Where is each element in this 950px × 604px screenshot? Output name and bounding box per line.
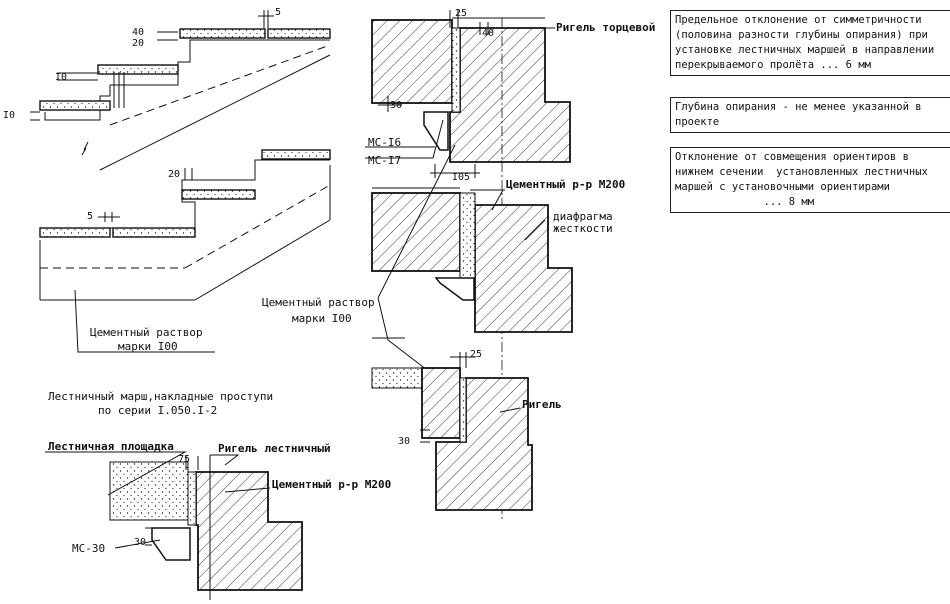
leader-cement-mortar: [377, 297, 441, 381]
end-rigel-section: [449, 27, 571, 163]
dim-25-bot: 25: [470, 349, 482, 360]
label-cement-m200-right: Цементный р-р М200: [506, 178, 625, 191]
dim-10-a: I0: [55, 72, 67, 83]
dim-40: 40: [132, 27, 144, 38]
label-cement-mortar-left-1: Цементный раствор: [90, 326, 203, 339]
end-rigel-detail: [365, 10, 571, 520]
label-rigel-stair: Ригель лестничный: [218, 442, 331, 455]
stair-slab-low: [421, 367, 461, 439]
note-alignment-deviation: Отклонение от совмещения ориентиров в ни…: [670, 147, 950, 213]
diaphragm-detail: [371, 164, 573, 339]
stair-tread-low: [371, 367, 423, 389]
label-ms17: МС-I7: [368, 154, 401, 167]
landing-slab: [109, 461, 189, 521]
note-support-depth: Глубина опирания - не менее указанной в …: [670, 97, 950, 133]
stair-top-left: [30, 10, 331, 171]
dim-20-top: 20: [132, 38, 144, 49]
dim-5-mid: 5: [87, 211, 93, 222]
label-diafragma-2: жесткости: [553, 222, 613, 235]
label-diafragma-1: диафрагма: [553, 210, 613, 223]
label-cement-mortar-2: марки I00: [292, 312, 352, 325]
dim-40-r: 40: [482, 28, 494, 39]
rigel-section: [435, 377, 533, 511]
tread-4: [267, 28, 331, 39]
tread-8: [261, 149, 331, 160]
dim-30-r: 30: [390, 100, 402, 111]
mortar-joint: [187, 471, 197, 526]
dim-30-bot: 30: [398, 436, 410, 447]
tread-3: [179, 28, 266, 39]
label-ms30: МС-30: [72, 542, 105, 555]
caption-line-1: Лестничный марш,накладные проступи: [48, 390, 273, 403]
dim-5-top: 5: [275, 7, 281, 18]
label-rigel-tortsevoi: Ригель торцевой: [556, 21, 655, 34]
dim-20-mid: 20: [168, 169, 180, 180]
label-cement-mortar-left-2: марки I00: [118, 340, 178, 353]
steel-element-ms16: [423, 111, 449, 151]
stair-slab-top: [371, 19, 453, 104]
dim-10-b: I0: [3, 110, 15, 121]
note-symmetry-deviation: Предельное отклонение от симметричности …: [670, 10, 950, 76]
steel-element-ms30: [151, 527, 191, 561]
leader-cement-mortar-up: [377, 144, 456, 299]
mortar-joint-low: [459, 377, 467, 443]
tread-7: [181, 189, 256, 200]
tread-6: [112, 227, 196, 238]
label-landing: Лестничная площадка: [48, 440, 174, 453]
label-cement-mortar-1: Цементный раствор: [262, 296, 375, 309]
tread-1: [39, 100, 111, 111]
stair-slab-mid: [371, 192, 461, 272]
label-ms16: МС-I6: [368, 136, 401, 149]
rigel-detail: [371, 352, 533, 511]
landing-detail: [45, 451, 303, 600]
mortar-joint-top: [451, 27, 461, 113]
dim-75: 75: [178, 454, 190, 465]
steel-element-ms17: [434, 277, 475, 301]
label-cement-m200-bottom: Цементный р-р М200: [272, 478, 391, 491]
stair-mid-left: [39, 149, 331, 353]
diaphragm-section: [474, 204, 573, 333]
label-rigel: Ригель: [522, 398, 562, 411]
tread-2: [97, 64, 179, 75]
dim-25-top: 25: [455, 8, 467, 19]
dim-105: I05: [452, 172, 470, 183]
tread-5: [39, 227, 111, 238]
caption-line-2: по серии I.050.I-2: [98, 404, 217, 417]
dim-30-left: 30: [134, 537, 146, 548]
